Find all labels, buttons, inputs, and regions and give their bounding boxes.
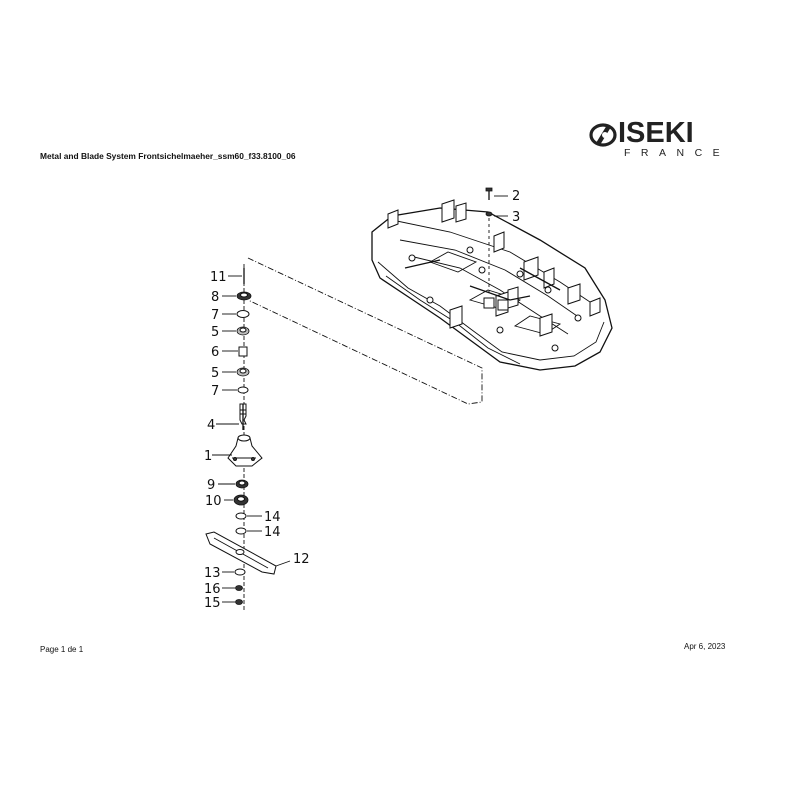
callout-1: 1 — [204, 449, 212, 464]
callout-4: 4 — [207, 418, 215, 433]
washer-part-3 — [485, 211, 493, 217]
callout-6: 6 — [211, 345, 219, 360]
iseki-logo-icon — [589, 123, 617, 147]
callout-7-lower: 7 — [211, 384, 219, 399]
callout-8: 8 — [211, 290, 219, 305]
callout-2: 2 — [512, 189, 520, 204]
brand-subtitle: FRANCE — [624, 147, 731, 159]
callout-5-lower: 5 — [211, 366, 219, 381]
part-9-bearing — [235, 479, 249, 489]
part-8-nut — [236, 291, 252, 301]
brand-logo: ISEKI FRANCE — [588, 118, 728, 162]
callout-10: 10 — [205, 494, 222, 509]
callout-13: 13 — [204, 566, 221, 581]
callout-12: 12 — [293, 552, 310, 567]
part-6-spacer — [238, 346, 248, 357]
callout-16: 16 — [204, 582, 221, 597]
callout-15: 15 — [204, 596, 221, 611]
mower-deck — [371, 199, 613, 371]
callout-11: 11 — [210, 270, 227, 285]
document-date: Apr 6, 2023 — [684, 642, 726, 651]
callout-7: 7 — [211, 308, 219, 323]
callout-14-lower: 14 — [264, 525, 281, 540]
page-number: Page 1 de 1 — [40, 645, 84, 654]
part-14-washer-lower — [235, 527, 247, 535]
part-4-shaft — [239, 403, 247, 430]
part-7-washer — [236, 310, 250, 318]
part-12-blade — [205, 531, 277, 575]
part-5-bearing — [236, 326, 250, 336]
callout-5: 5 — [211, 325, 219, 340]
callout-labels: 2 3 11 8 7 5 6 5 7 4 1 9 10 14 14 12 13 … — [204, 189, 520, 611]
callout-9: 9 — [207, 478, 215, 493]
part-5-bearing-lower — [236, 367, 250, 377]
part-16-lockwasher — [235, 585, 243, 591]
part-10-pulley — [233, 494, 249, 506]
leader-lines — [212, 195, 508, 603]
bolt-part-2 — [485, 187, 493, 200]
part-13-washer — [234, 568, 246, 576]
part-7-washer-lower — [237, 386, 249, 394]
brand-name: ISEKI — [618, 117, 694, 149]
part-15-nut — [235, 599, 243, 605]
part-1-spindle-housing — [227, 434, 263, 467]
part-14-washer — [235, 512, 247, 520]
document-title: Metal and Blade System Frontsichelmaeher… — [40, 151, 296, 161]
callout-3: 3 — [512, 210, 520, 225]
callout-14: 14 — [264, 510, 281, 525]
